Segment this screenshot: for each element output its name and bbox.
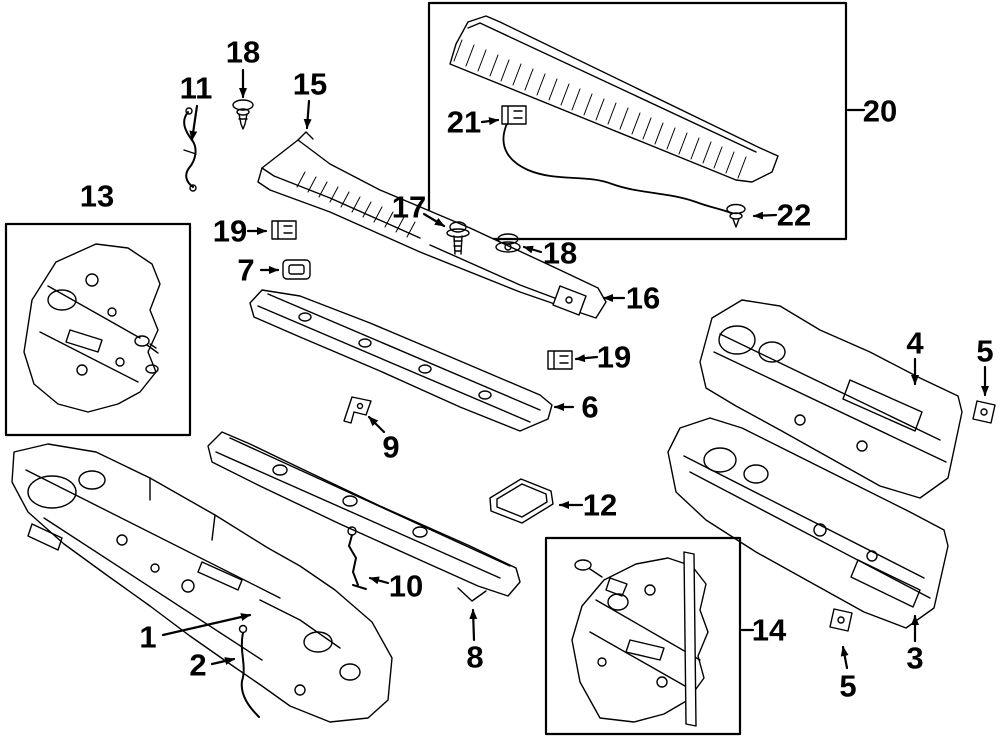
callout-11: 11 — [179, 70, 213, 106]
callout-1: 1 — [139, 619, 157, 655]
part-19-clip-a — [271, 220, 297, 240]
part-18-fastener-a — [232, 99, 254, 130]
callout-6: 6 — [581, 389, 599, 425]
callout-3: 3 — [906, 640, 924, 676]
part-9-bracket — [343, 396, 372, 424]
part-8-cowl-panel — [207, 431, 521, 602]
callout-16: 16 — [625, 280, 661, 316]
part-2-rod — [238, 624, 260, 718]
callout-20: 20 — [862, 93, 898, 129]
callout-4: 4 — [906, 325, 924, 361]
callout-18-mid: 18 — [542, 235, 578, 271]
callout-21: 21 — [446, 104, 482, 140]
part-18-fastener-b — [495, 233, 521, 253]
part-1-dash-panel — [11, 443, 393, 723]
part-20-cowl-grille — [449, 15, 779, 183]
inset-box-20 — [427, 1, 848, 241]
callout-8: 8 — [466, 639, 484, 675]
callout-5-left: 5 — [839, 668, 857, 704]
callout-14: 14 — [751, 612, 787, 648]
part-16-bracket — [552, 285, 587, 316]
inset-box-14 — [544, 536, 742, 736]
callout-arrows — [161, 68, 989, 670]
part-11-bracket — [183, 107, 197, 192]
callout-13: 13 — [79, 178, 115, 214]
part-14-details — [574, 551, 697, 727]
part-22-fastener — [726, 203, 746, 228]
part-13-panel — [23, 243, 161, 413]
callout-19-left: 19 — [212, 213, 248, 249]
callout-12: 12 — [582, 487, 618, 523]
part-19-clip-b — [547, 350, 573, 370]
callout-18-top: 18 — [225, 34, 261, 70]
callout-9: 9 — [382, 429, 400, 465]
callout-7: 7 — [237, 252, 255, 288]
part-15-cowl-panel — [257, 131, 607, 319]
part-14-panel — [571, 557, 709, 723]
callout-17: 17 — [391, 189, 427, 225]
part-5-clip-b — [829, 608, 853, 632]
part-10-rod — [347, 526, 367, 590]
part-13-bolt — [134, 335, 159, 374]
inset-box-13 — [4, 222, 192, 437]
callout-5-right: 5 — [976, 333, 994, 369]
callout-19-right: 19 — [596, 339, 632, 375]
part-21-clip — [501, 105, 527, 125]
callout-15: 15 — [292, 66, 328, 102]
part-6-cowl-panel — [249, 289, 553, 432]
callout-10: 10 — [388, 568, 424, 604]
part-5-clip-a — [972, 400, 996, 424]
part-17-bolt — [446, 221, 470, 255]
part-7-clip — [282, 259, 311, 280]
part-4-dash-panel — [699, 299, 963, 499]
callout-2: 2 — [189, 647, 207, 683]
callout-22: 22 — [776, 197, 812, 233]
part-12-bracket — [489, 478, 554, 524]
